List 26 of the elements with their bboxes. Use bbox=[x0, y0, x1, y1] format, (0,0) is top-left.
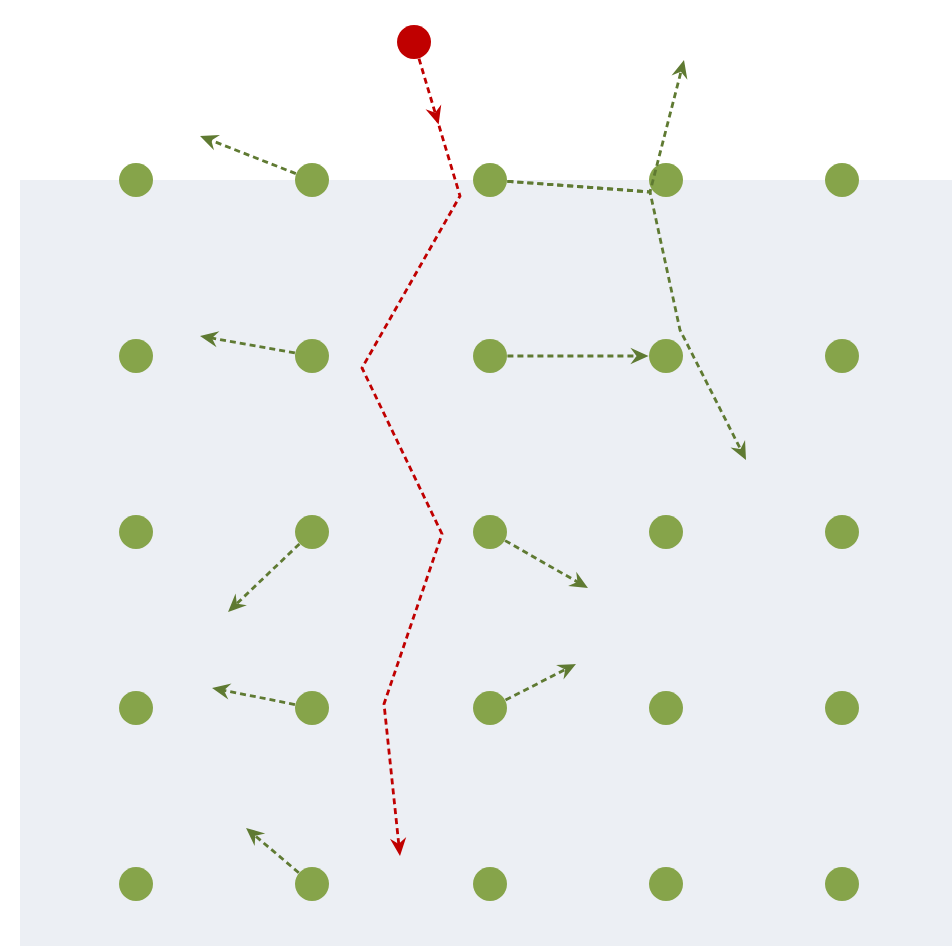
dot bbox=[825, 514, 859, 549]
dot bbox=[473, 514, 507, 549]
dot bbox=[825, 866, 859, 901]
dot bbox=[119, 514, 153, 549]
dot bbox=[649, 339, 683, 373]
dot bbox=[825, 339, 859, 373]
dot bbox=[295, 690, 329, 725]
dot bbox=[825, 690, 859, 725]
dot bbox=[473, 163, 507, 197]
dot bbox=[473, 339, 507, 373]
dot bbox=[397, 25, 431, 59]
dot bbox=[473, 866, 507, 901]
dot bbox=[119, 163, 153, 197]
dot bbox=[473, 690, 507, 725]
dot bbox=[295, 163, 329, 197]
dot bbox=[119, 339, 153, 373]
dot bbox=[649, 690, 683, 725]
dot bbox=[295, 339, 329, 373]
dot bbox=[649, 163, 683, 197]
dot bbox=[119, 690, 153, 725]
dot bbox=[295, 866, 329, 901]
dot bbox=[649, 866, 683, 901]
dot bbox=[825, 163, 859, 197]
dot bbox=[295, 514, 329, 549]
dot bbox=[119, 866, 153, 901]
dot bbox=[649, 514, 683, 549]
